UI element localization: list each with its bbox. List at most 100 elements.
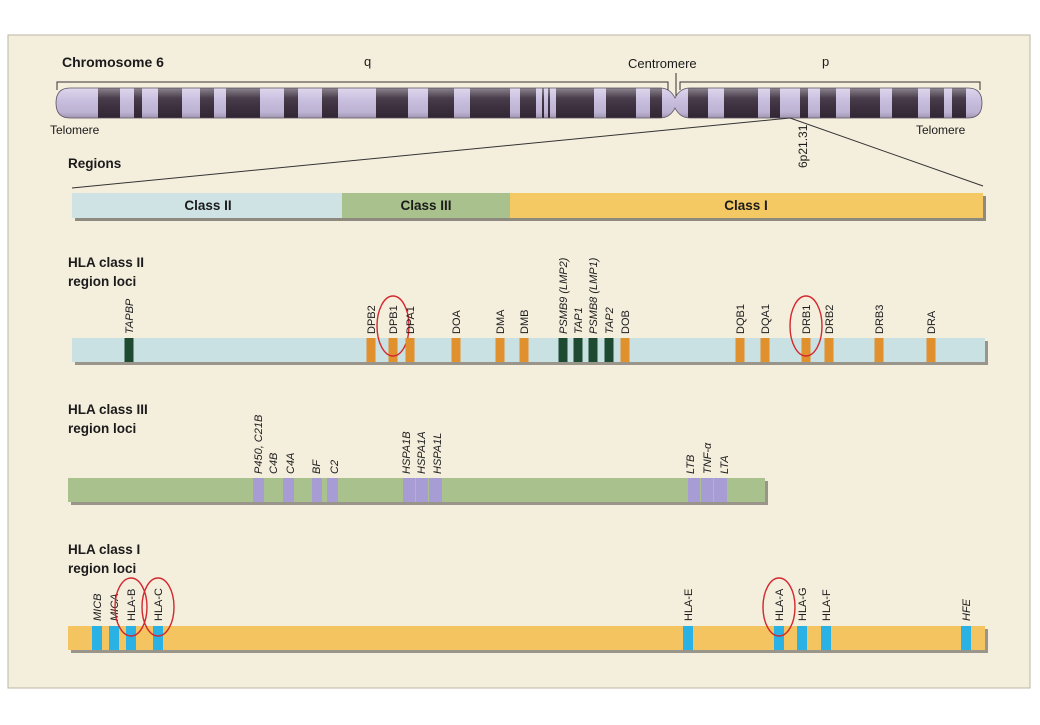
gene-marker-hla-f — [821, 626, 831, 650]
highlight-circle-dpb1 — [376, 295, 410, 357]
gene-label-dpb1: DPB1 — [388, 305, 400, 334]
q-arm-bracket — [56, 81, 669, 90]
gene-label-doa: DOA — [451, 310, 463, 335]
class-iii-heading-line-2: region loci — [68, 421, 136, 436]
gene-marker-dpb2 — [366, 338, 376, 362]
class-i-loci-heading: HLA class I region loci — [68, 542, 144, 576]
gene-label-tnf: TNF-α — [702, 442, 714, 474]
zoom-line-left — [71, 117, 791, 189]
gene-label-lta: LTA — [719, 455, 731, 474]
gene-label-c2: C2 — [329, 460, 341, 474]
gene-label-dmb: DMB — [519, 310, 531, 334]
q-arm-label: q — [364, 54, 371, 69]
gene-marker — [403, 478, 415, 502]
gene-label-drb1: DRB1 — [801, 305, 813, 334]
gene-marker-hla-b — [126, 626, 136, 650]
centromere-label: Centromere — [628, 56, 697, 71]
gene-marker-drb1 — [801, 338, 811, 362]
gene-label-dqb1: DQB1 — [735, 304, 747, 334]
gene-label-dma: DMA — [495, 309, 507, 334]
gene-label-hspa1b: HSPA1B — [401, 431, 413, 474]
band-6p21-label: 6p21.31 — [796, 124, 810, 168]
gene-marker-dmb — [519, 338, 529, 362]
gene-label-hla-e: HLA-E — [683, 589, 695, 621]
gene-marker-dma — [495, 338, 505, 362]
chromosome-outline — [55, 87, 983, 119]
gene-marker-dob — [620, 338, 630, 362]
chromosome-shading — [56, 88, 982, 118]
gene-marker-drb3 — [874, 338, 884, 362]
loci-bar — [68, 626, 985, 650]
gene-label-dob: DOB — [620, 310, 632, 334]
regions-heading: Regions — [68, 156, 121, 171]
gene-label-tap1: TAP1 — [573, 307, 585, 334]
gene-marker-hla-a — [774, 626, 784, 650]
highlight-circle-drb1 — [789, 295, 823, 357]
gene-label-hla-a: HLA-A — [774, 588, 786, 621]
telomere-left-label: Telomere — [50, 123, 100, 137]
gene-marker-dqa1 — [760, 338, 770, 362]
gene-marker-dra — [926, 338, 936, 362]
region-class-ii-label: Class II — [184, 198, 231, 213]
gene-marker-dqb1 — [735, 338, 745, 362]
p-arm-label: p — [822, 54, 829, 69]
gene-marker-dpa1 — [405, 338, 415, 362]
gene-label-tap2: TAP2 — [604, 307, 616, 334]
gene-marker-hfe — [961, 626, 971, 650]
gene-label-c4a: C4A — [285, 453, 297, 474]
p-arm-bracket — [679, 81, 981, 90]
gene-label-psmb8-lmp1: PSMB8 (LMP1) — [588, 257, 600, 334]
gene-label-dpa1: DPA1 — [405, 306, 417, 334]
gene-marker-tapbp — [124, 338, 134, 362]
gene-label-dqa1: DQA1 — [760, 304, 772, 334]
gene-label-c4b: C4B — [268, 453, 280, 474]
figure-title: Chromosome 6 — [62, 54, 164, 70]
gene-label-hspa1a: HSPA1A — [416, 431, 428, 474]
gene-marker-micb — [92, 626, 102, 650]
highlight-circle-hla-b — [114, 577, 148, 637]
gene-marker-tap1 — [573, 338, 583, 362]
gene-label-bf: BF — [311, 459, 323, 474]
highlight-circle-hla-a — [762, 577, 796, 637]
gene-marker-tap2 — [604, 338, 614, 362]
gene-label-drb2: DRB2 — [824, 305, 836, 334]
gene-marker-psmb9-lmp2 — [558, 338, 568, 362]
telomere-right-label: Telomere — [916, 123, 966, 137]
region-bar: Class II Class III Class I — [72, 193, 986, 221]
gene-marker-doa — [451, 338, 461, 362]
gene-marker-dpb1 — [388, 338, 398, 362]
gene-label-ltb: LTB — [685, 455, 697, 474]
gene-marker-mica — [109, 626, 119, 650]
gene-label-hla-f: HLA-F — [821, 589, 833, 621]
class-i-heading-line-2: region loci — [68, 561, 136, 576]
gene-label-hla-b: HLA-B — [126, 589, 138, 621]
gene-marker-hla-e — [683, 626, 693, 650]
region-class-iii-label: Class III — [400, 198, 451, 213]
gene-marker — [688, 478, 700, 502]
highlight-circle-hla-c — [141, 577, 175, 637]
region-class-i — [510, 193, 983, 218]
gene-marker-hla-g — [797, 626, 807, 650]
gene-label-micb: MICB — [92, 594, 104, 622]
gene-marker-psmb8-lmp1 — [588, 338, 598, 362]
gene-label-hla-c: HLA-C — [153, 588, 165, 621]
class-ii-heading-line-1: HLA class II — [68, 255, 144, 270]
gene-label-dpb2: DPB2 — [366, 305, 378, 334]
gene-marker-drb2 — [824, 338, 834, 362]
gene-marker — [327, 478, 338, 502]
region-class-i-label: Class I — [724, 198, 768, 213]
gene-label-tapbp: TAPBP — [124, 298, 136, 334]
gene-label-p450-c21b: P450, C21B — [253, 415, 265, 474]
gene-marker-hla-c — [153, 626, 163, 650]
gene-label-hla-g: HLA-G — [797, 587, 809, 621]
gene-label-hspa1l: HSPA1L — [432, 433, 444, 474]
gene-label-drb3: DRB3 — [874, 305, 886, 334]
gene-label-dra: DRA — [926, 310, 938, 334]
gene-marker — [312, 478, 322, 502]
class-i-heading-line-1: HLA class I — [68, 542, 140, 557]
class-ii-loci-heading: HLA class II region loci — [68, 255, 148, 289]
zoom-line-right — [789, 117, 984, 187]
